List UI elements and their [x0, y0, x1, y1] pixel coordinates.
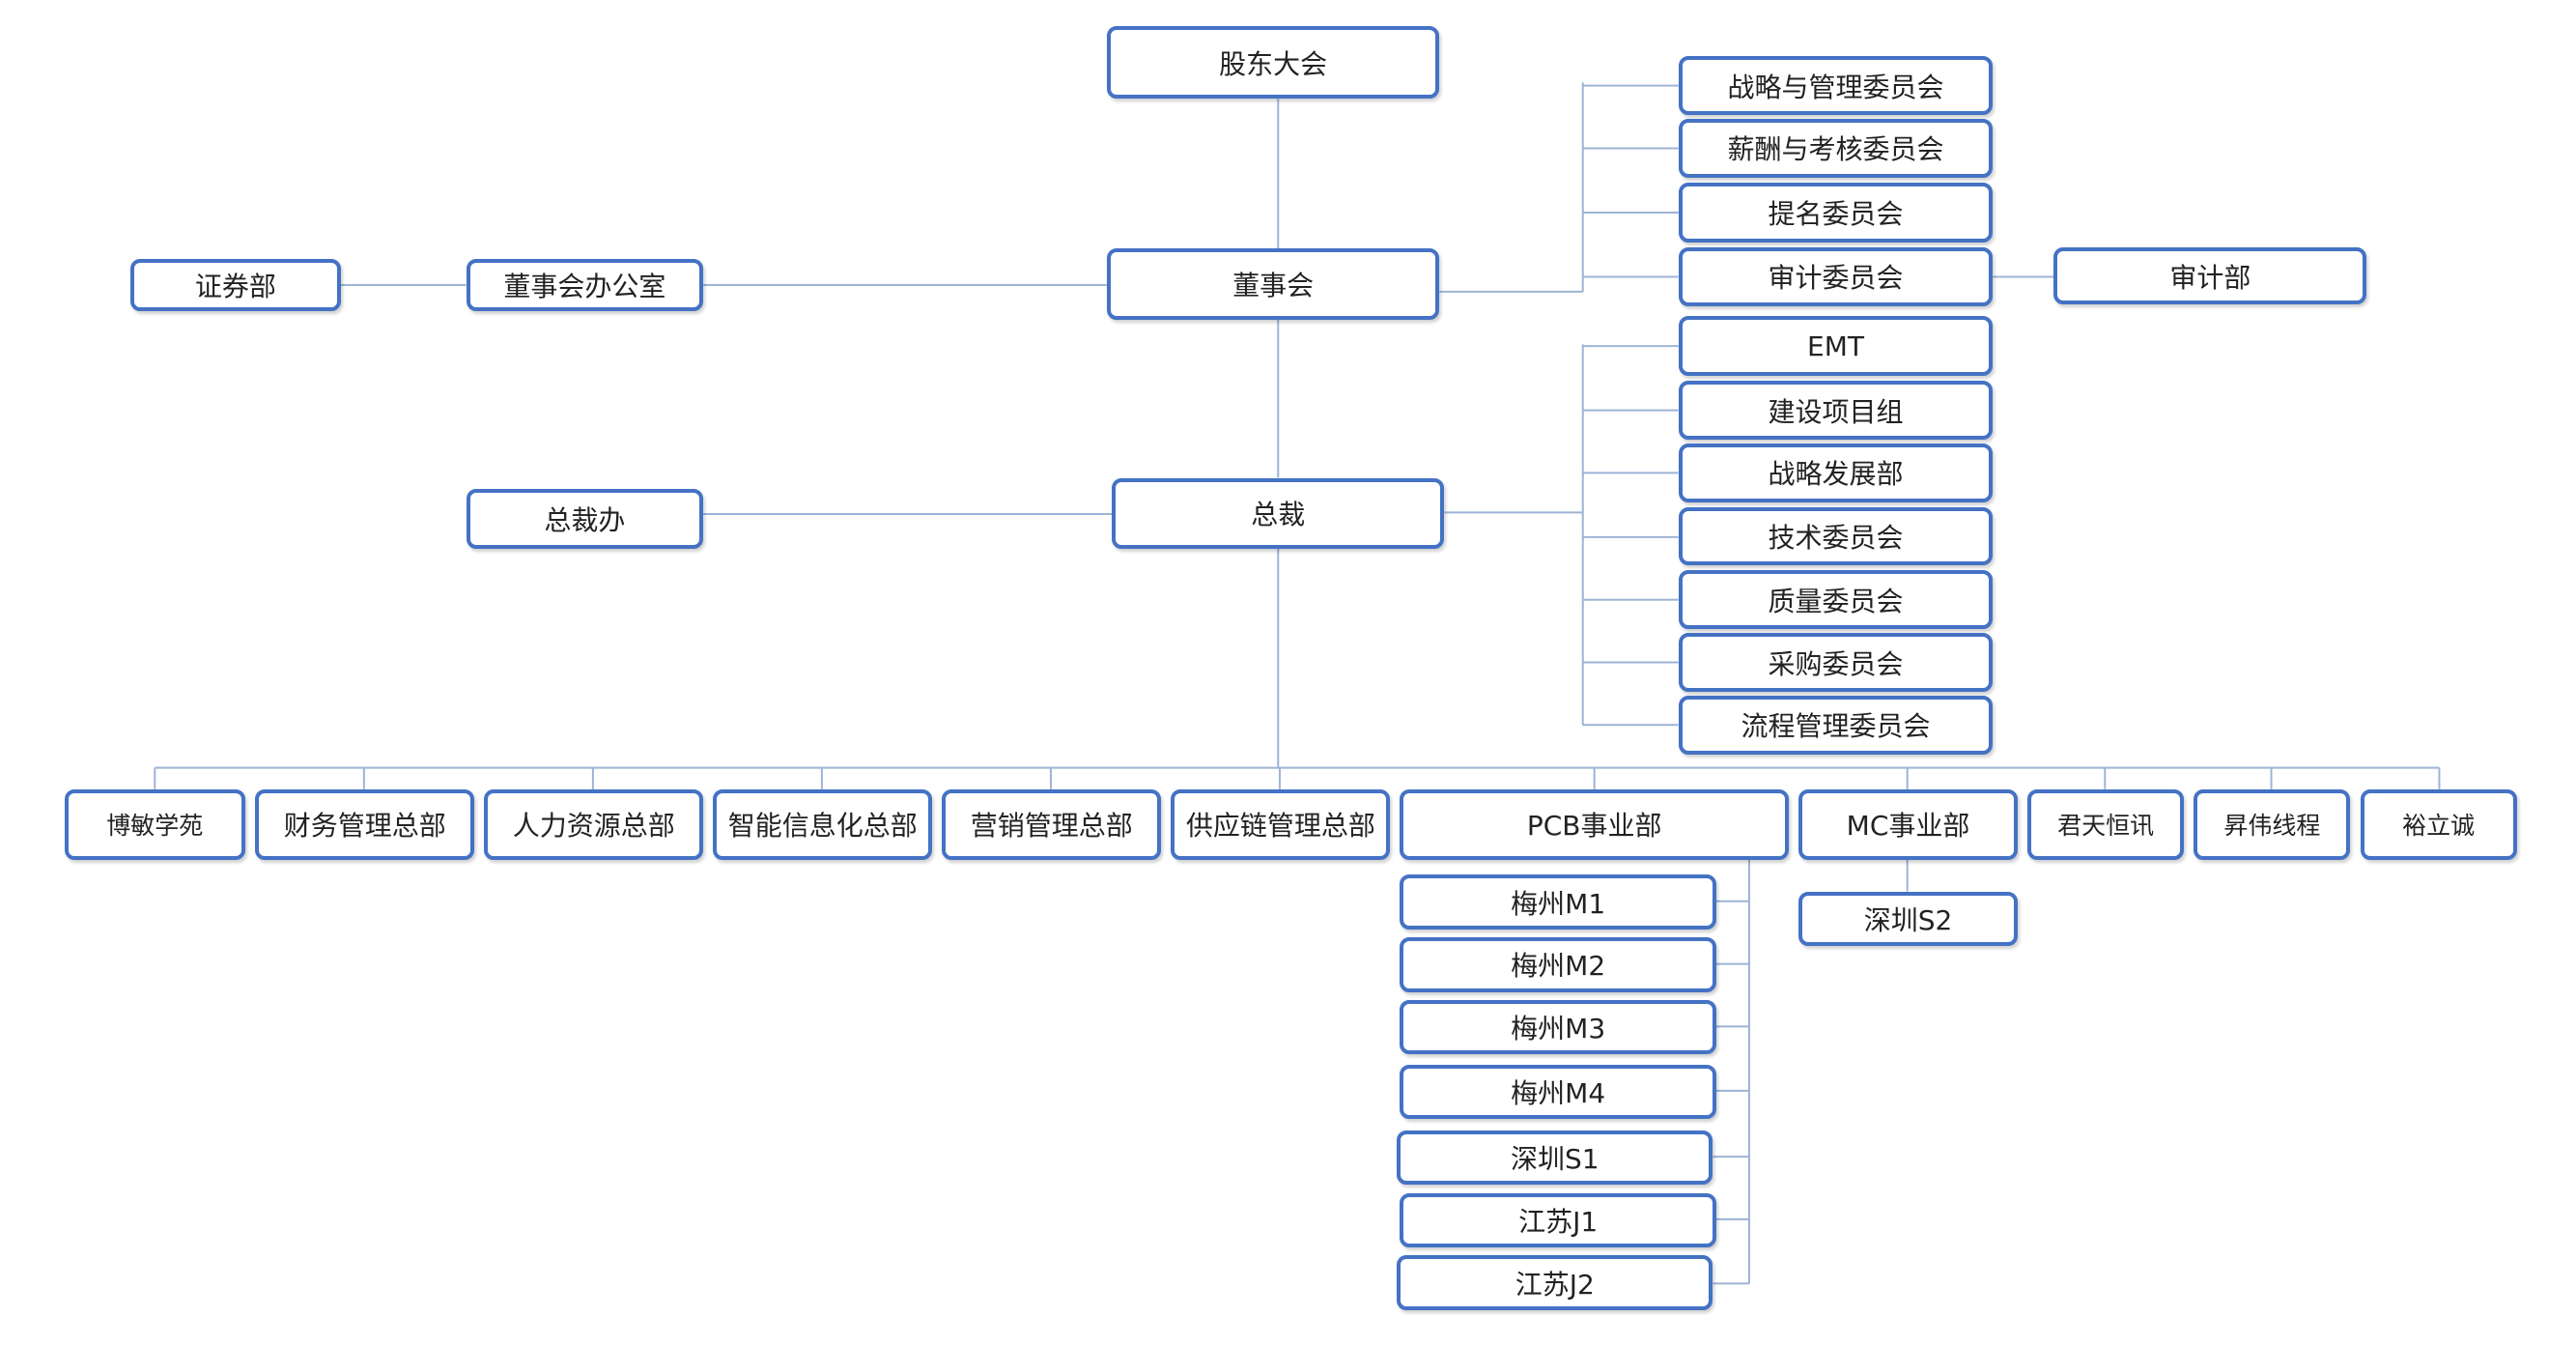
- node-department-9[interactable]: 昇伟线程: [2194, 788, 2351, 861]
- node-department-6[interactable]: PCB事业部: [1400, 788, 1789, 861]
- node-board-committee-2[interactable]: 提名委员会: [1678, 183, 1994, 243]
- node-department-7[interactable]: MC事业部: [1798, 788, 2018, 861]
- node-label: 昇伟线程: [2223, 812, 2321, 841]
- node-label: 博敏学苑: [106, 812, 204, 841]
- node-securities-dept[interactable]: 证券部: [129, 258, 341, 312]
- node-label: 采购委员会: [1768, 647, 1904, 680]
- node-shareholders[interactable]: 股东大会: [1106, 26, 1440, 100]
- node-label: 深圳S2: [1863, 903, 1953, 936]
- node-president-committee-2[interactable]: 战略发展部: [1678, 443, 1994, 503]
- node-label: 梅州M3: [1511, 1013, 1606, 1045]
- node-pcb-unit-4[interactable]: 深圳S1: [1397, 1130, 1713, 1186]
- node-department-0[interactable]: 博敏学苑: [64, 788, 246, 861]
- node-department-8[interactable]: 君天恒讯: [2027, 788, 2185, 861]
- node-label: 君天恒讯: [2057, 812, 2155, 841]
- node-pcb-unit-0[interactable]: 梅州M1: [1400, 874, 1716, 930]
- node-department-4[interactable]: 营销管理总部: [942, 788, 1162, 861]
- node-department-3[interactable]: 智能信息化总部: [713, 788, 933, 861]
- node-president-committee-1[interactable]: 建设项目组: [1678, 380, 1994, 441]
- node-president-committee-5[interactable]: 采购委员会: [1678, 632, 1994, 693]
- node-label: 薪酬与考核委员会: [1727, 133, 1944, 166]
- node-president-committee-4[interactable]: 质量委员会: [1678, 570, 1994, 630]
- node-label: 审计委员会: [1768, 262, 1904, 295]
- node-board-committee-0[interactable]: 战略与管理委员会: [1678, 55, 1994, 116]
- node-board-office[interactable]: 董事会办公室: [466, 258, 704, 312]
- node-label: 裕立诚: [2402, 812, 2476, 841]
- node-label: 总裁办: [544, 504, 626, 537]
- node-label: 战略发展部: [1768, 458, 1904, 491]
- node-board-committee-3[interactable]: 审计委员会: [1678, 246, 1994, 307]
- node-label: 梅州M2: [1511, 950, 1606, 983]
- node-label: 梅州M1: [1511, 887, 1606, 920]
- node-label: 技术委员会: [1768, 522, 1904, 555]
- node-president-committee-3[interactable]: 技术委员会: [1678, 507, 1994, 565]
- node-label: 董事会: [1232, 270, 1315, 302]
- node-pcb-unit-3[interactable]: 梅州M4: [1400, 1064, 1716, 1119]
- node-label: 审计部: [2169, 261, 2251, 294]
- node-mc-unit-0[interactable]: 深圳S2: [1798, 891, 2018, 946]
- node-pcb-unit-1[interactable]: 梅州M2: [1400, 937, 1716, 992]
- node-pcb-unit-5[interactable]: 江苏J1: [1400, 1192, 1716, 1247]
- node-label: 总裁: [1251, 499, 1306, 531]
- node-label: 营销管理总部: [970, 810, 1133, 843]
- node-label: 人力资源总部: [512, 810, 675, 843]
- node-pcb-unit-2[interactable]: 梅州M3: [1400, 1000, 1716, 1055]
- node-label: MC事业部: [1846, 810, 1970, 843]
- node-label: 股东大会: [1219, 47, 1328, 80]
- node-department-1[interactable]: 财务管理总部: [255, 788, 475, 861]
- node-label: EMT: [1807, 329, 1864, 362]
- node-audit-dept[interactable]: 审计部: [2053, 246, 2367, 305]
- node-label: 供应链管理总部: [1185, 810, 1375, 843]
- node-president-committee-6[interactable]: 流程管理委员会: [1678, 695, 1994, 755]
- node-label: 深圳S1: [1510, 1142, 1599, 1175]
- node-board-committee-1[interactable]: 薪酬与考核委员会: [1678, 118, 1994, 179]
- node-label: 质量委员会: [1768, 585, 1904, 617]
- node-president-office[interactable]: 总裁办: [466, 489, 704, 549]
- node-label: 董事会办公室: [503, 271, 666, 302]
- node-label: 提名委员会: [1768, 197, 1904, 230]
- node-label: PCB事业部: [1526, 810, 1662, 843]
- node-label: 梅州M4: [1511, 1076, 1606, 1109]
- node-label: 江苏J2: [1514, 1268, 1595, 1301]
- node-president[interactable]: 总裁: [1112, 477, 1445, 549]
- node-label: 建设项目组: [1768, 395, 1904, 428]
- node-label: 智能信息化总部: [727, 810, 918, 843]
- node-department-2[interactable]: 人力资源总部: [484, 788, 704, 861]
- node-board[interactable]: 董事会: [1106, 248, 1440, 320]
- node-label: 江苏J1: [1518, 1205, 1599, 1238]
- node-label: 证券部: [194, 271, 276, 302]
- node-pcb-unit-6[interactable]: 江苏J2: [1397, 1255, 1713, 1310]
- node-label: 战略与管理委员会: [1727, 71, 1944, 103]
- node-president-committee-0[interactable]: EMT: [1678, 316, 1994, 376]
- node-department-5[interactable]: 供应链管理总部: [1171, 788, 1391, 861]
- node-label: 财务管理总部: [283, 810, 446, 843]
- node-label: 流程管理委员会: [1741, 710, 1931, 743]
- node-department-10[interactable]: 裕立诚: [2360, 788, 2517, 861]
